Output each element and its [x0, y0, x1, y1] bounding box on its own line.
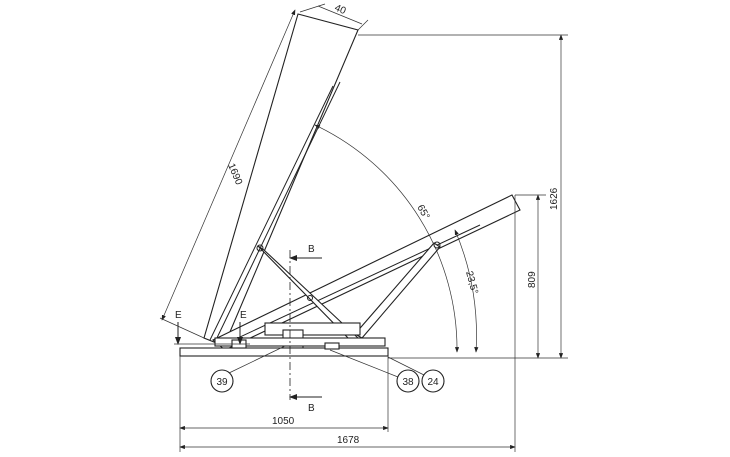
- low-height-label: 809: [527, 271, 538, 288]
- dimension-809: 809: [527, 194, 541, 359]
- callout-24: 24: [387, 356, 445, 393]
- base-length-label: 1050: [272, 416, 295, 427]
- dimension-40: 40: [299, 3, 369, 31]
- callout-24-label: 24: [427, 377, 439, 388]
- dimension-1050: 1050: [179, 416, 389, 431]
- panel-width-label: 40: [333, 3, 348, 18]
- angle-65: 65°: [314, 124, 460, 353]
- angle-23-5: 23,5°: [454, 229, 480, 353]
- extension-lines: [179, 34, 568, 452]
- view-label-left: E: [175, 310, 182, 321]
- callout-38-label: 38: [402, 377, 414, 388]
- dimension-1678: 1678: [179, 435, 516, 450]
- callout-39-label: 39: [216, 377, 228, 388]
- total-length-label: 1678: [337, 435, 360, 446]
- panel-length-label: 1690: [225, 162, 244, 187]
- dimension-1626: 1626: [549, 34, 564, 359]
- view-label-right: E: [240, 310, 247, 321]
- section-label-bottom: B: [308, 403, 315, 414]
- total-height-label: 1626: [549, 187, 560, 210]
- section-label-top: B: [308, 244, 315, 255]
- callout-39: 39: [210, 345, 286, 393]
- angle-low-label: 23,5°: [463, 270, 480, 296]
- angle-high-label: 65°: [414, 203, 431, 222]
- callout-38: 38: [329, 349, 420, 393]
